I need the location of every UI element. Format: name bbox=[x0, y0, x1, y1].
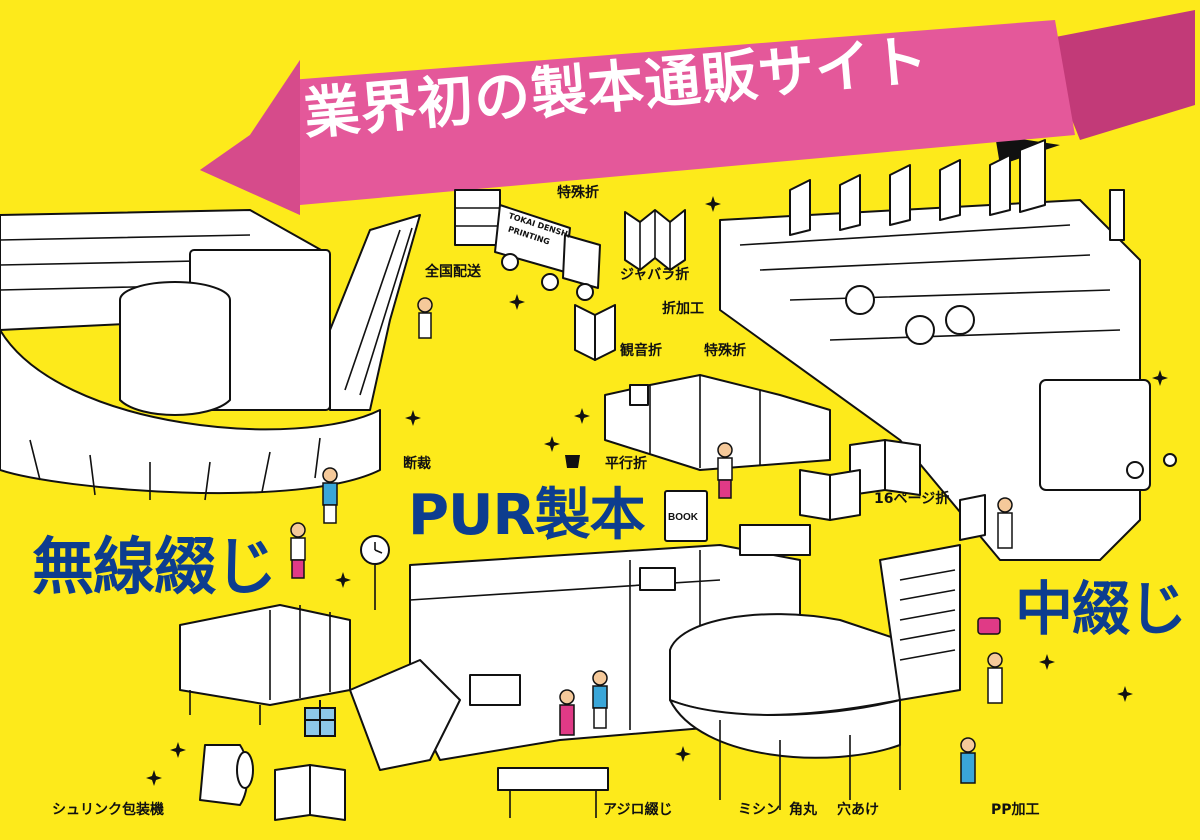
sparkle-decorations bbox=[146, 196, 1168, 786]
label-parallel-fold: 平行折 bbox=[605, 456, 647, 472]
label-pp-processing: PP加工 bbox=[991, 802, 1040, 818]
coffee-cup bbox=[565, 455, 580, 468]
label-gate-fold: 観音折 bbox=[620, 343, 662, 359]
open-book-16 bbox=[799, 439, 986, 541]
printing-press bbox=[179, 604, 351, 725]
label-16-page-fold: 16ページ折 bbox=[874, 491, 950, 507]
label-ajiro: アジロ綴じ bbox=[603, 802, 673, 818]
shrink-film-roll bbox=[199, 744, 254, 806]
label-fold-processing: 折加工 bbox=[662, 301, 704, 317]
label-rounded-corners: 角丸 bbox=[789, 802, 817, 818]
perfect-binding-machine bbox=[0, 209, 421, 501]
headline-pur-binding: PUR製本 bbox=[408, 483, 646, 548]
label-nationwide: 全国配送 bbox=[425, 264, 481, 280]
label-hole-punch: 穴あけ bbox=[837, 802, 879, 818]
label-perforation: ミシン bbox=[738, 802, 780, 818]
wide-printer bbox=[497, 767, 609, 818]
accordion-paper bbox=[624, 209, 686, 271]
label-special-fold: 特殊折 bbox=[704, 343, 746, 359]
label-shrink-wrap: シュリンク包装機 bbox=[52, 802, 164, 818]
folding-machine bbox=[604, 374, 831, 471]
book-box: BOOK bbox=[664, 490, 708, 542]
gift-box bbox=[304, 700, 336, 737]
clock-stand bbox=[360, 535, 390, 610]
label-cutting: 断裁 bbox=[403, 456, 431, 472]
book-box-text: BOOK bbox=[668, 512, 698, 523]
saddle-stitch-machine bbox=[719, 139, 1177, 561]
ribbon-banner bbox=[200, 10, 1195, 215]
headline-saddle-stitch: 中綴じ bbox=[1015, 575, 1187, 643]
curved-conveyor bbox=[669, 544, 961, 810]
speech-bubble-icon bbox=[977, 617, 1001, 635]
delivery-truck bbox=[454, 189, 601, 301]
label-special-fold-top: 特殊折 bbox=[557, 185, 599, 201]
gate-fold-paper bbox=[574, 304, 616, 361]
headline-perfect-binding: 無線綴じ bbox=[32, 530, 277, 603]
label-accordion-fold: ジャバラ折 bbox=[620, 267, 690, 283]
open-book bbox=[274, 764, 346, 821]
worker-figures bbox=[290, 297, 1013, 784]
